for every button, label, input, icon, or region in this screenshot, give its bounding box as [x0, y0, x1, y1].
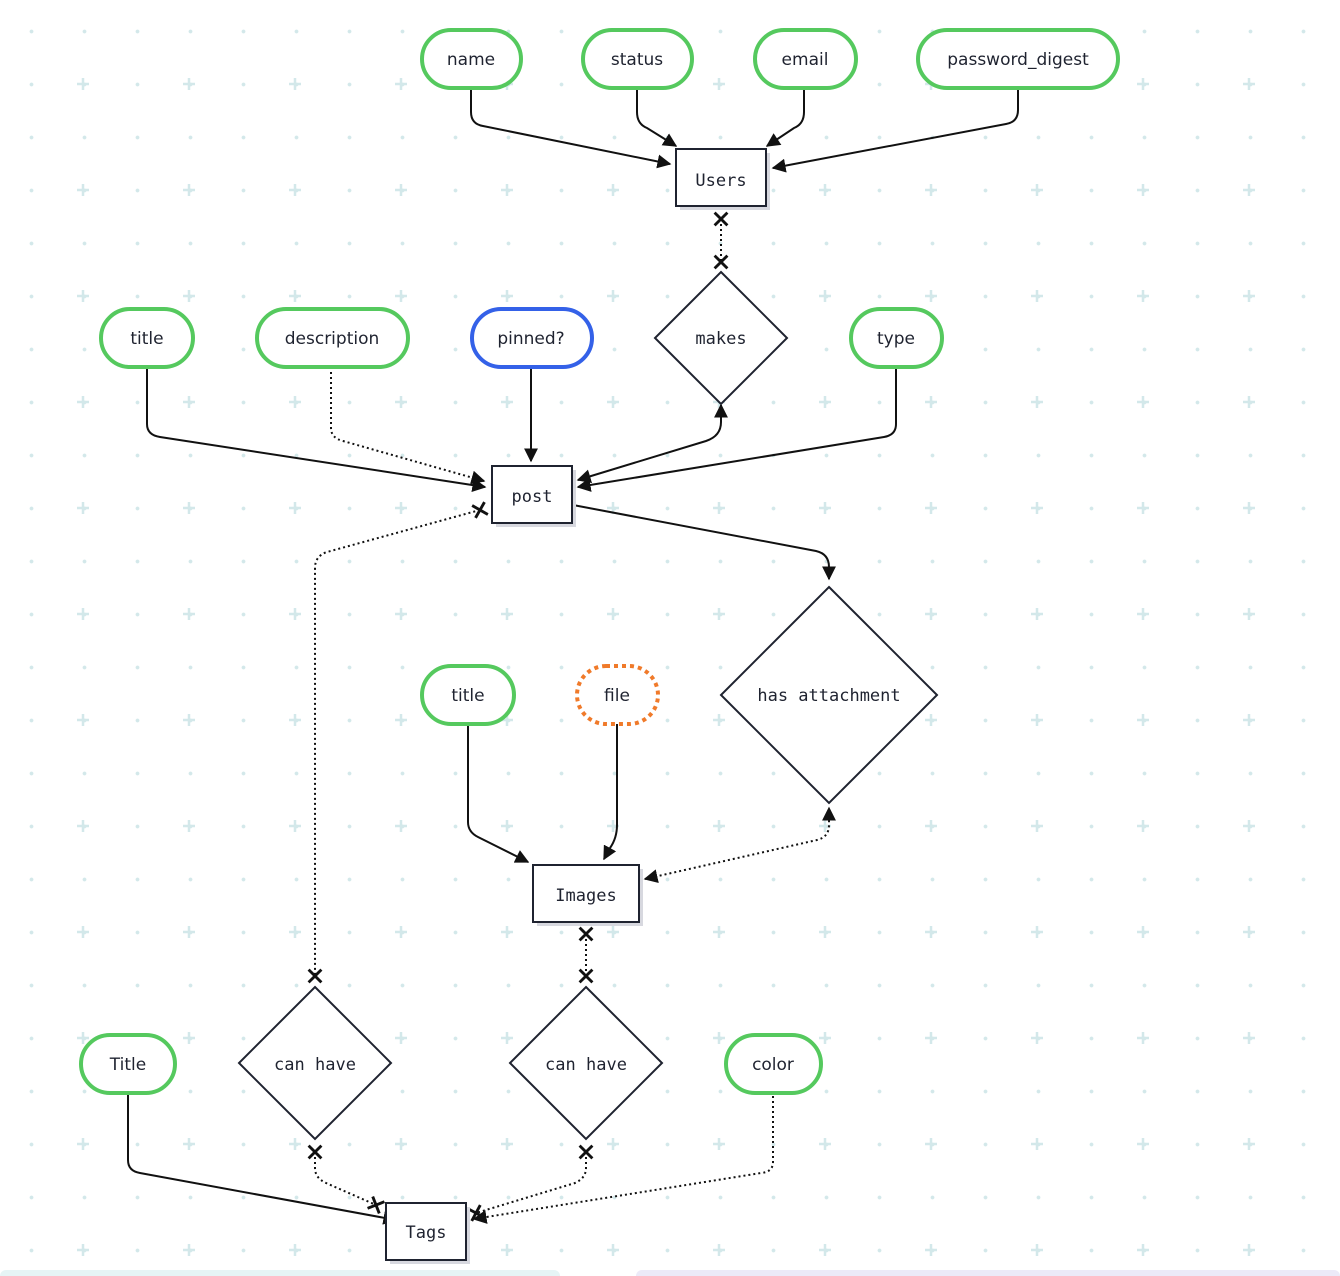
- attribute-type-label: type: [877, 329, 915, 349]
- entity-users[interactable]: Users: [675, 148, 770, 210]
- edge-post-makes: [576, 403, 728, 484]
- attribute-status-label: status: [611, 50, 663, 70]
- attribute-file[interactable]: file: [575, 664, 660, 726]
- attribute-color-label: color: [752, 1055, 794, 1075]
- relationship-makes[interactable]: makes: [653, 270, 789, 406]
- entity-post[interactable]: post: [491, 465, 576, 527]
- edge-email-users: [765, 88, 805, 147]
- entities: Users post Images Tags: [385, 148, 770, 1264]
- attributes: name status email password_digest title: [79, 28, 1120, 1095]
- attribute-email[interactable]: email: [753, 28, 858, 90]
- attribute-tags-title[interactable]: Title: [79, 1033, 177, 1095]
- attribute-images-title[interactable]: title: [420, 664, 516, 726]
- attribute-password-digest-label: password_digest: [947, 50, 1089, 70]
- attribute-password-digest[interactable]: password_digest: [916, 28, 1120, 90]
- bottom-panel-right: [636, 1270, 1340, 1276]
- attribute-color[interactable]: color: [724, 1033, 823, 1095]
- attribute-post-title-label: title: [130, 329, 163, 349]
- relationship-can-have-right-label: can have: [545, 1055, 627, 1075]
- attribute-pinned[interactable]: pinned?: [470, 307, 594, 369]
- edge-color-tags: [472, 1096, 774, 1224]
- edges: [127, 88, 1019, 1225]
- relationship-can-have-right[interactable]: can have: [508, 985, 664, 1141]
- edge-title-images: [467, 724, 530, 863]
- attribute-pinned-label: pinned?: [497, 329, 564, 349]
- attribute-tags-title-label: Title: [109, 1055, 146, 1075]
- edge-password-users: [771, 88, 1019, 173]
- edge-canhave-right-tags: [467, 1144, 594, 1222]
- bottom-panel-left: [0, 1270, 560, 1276]
- attribute-file-label: file: [604, 686, 630, 706]
- attribute-status[interactable]: status: [581, 28, 694, 90]
- attribute-description[interactable]: description: [255, 307, 410, 369]
- edge-description-post: [330, 367, 486, 485]
- edge-title-post: [146, 367, 487, 493]
- relationships: makes has attachment can have can have: [237, 270, 939, 1141]
- edge-canhave-left-tags: [307, 1144, 385, 1214]
- attribute-post-title[interactable]: title: [99, 307, 195, 369]
- entity-images-label: Images: [555, 886, 616, 906]
- relationship-can-have-left-label: can have: [274, 1055, 356, 1075]
- entity-post-label: post: [512, 487, 553, 507]
- entity-users-label: Users: [695, 171, 746, 191]
- entity-tags-label: Tags: [406, 1223, 447, 1243]
- edge-title-tags: [127, 1093, 398, 1225]
- relationship-makes-label: makes: [695, 329, 746, 349]
- entity-tags[interactable]: Tags: [385, 1202, 470, 1264]
- edge-status-users: [636, 88, 678, 147]
- relationship-can-have-left[interactable]: can have: [237, 985, 393, 1141]
- attribute-name[interactable]: name: [420, 28, 523, 90]
- edge-type-post: [576, 367, 897, 492]
- attribute-images-title-label: title: [451, 686, 484, 706]
- relationship-has-attachment-label: has attachment: [757, 686, 900, 706]
- entity-images[interactable]: Images: [532, 864, 643, 926]
- attribute-email-label: email: [782, 50, 829, 70]
- attribute-description-label: description: [285, 329, 380, 349]
- edge-post-canhave-left: [307, 501, 489, 984]
- edge-name-users: [470, 88, 672, 169]
- edge-post-attachment: [572, 504, 836, 581]
- edge-file-images: [603, 724, 618, 861]
- edge-images-attachment: [643, 806, 836, 884]
- relationship-has-attachment[interactable]: has attachment: [719, 585, 939, 805]
- attribute-type[interactable]: type: [849, 307, 944, 369]
- attribute-name-label: name: [447, 50, 495, 70]
